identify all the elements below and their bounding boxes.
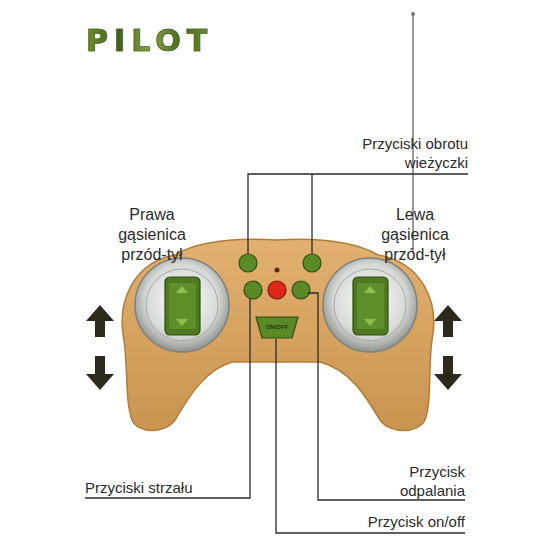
callout-label: Przycisk on/off — [320, 512, 465, 531]
led — [275, 268, 280, 273]
leader-line — [85, 299, 250, 498]
turret-button — [303, 254, 321, 272]
turret-button — [239, 254, 257, 272]
leader-line — [276, 339, 465, 533]
up-arrow — [434, 305, 462, 337]
leader-line — [308, 293, 465, 500]
callout-label: Przyciski strzału — [85, 478, 250, 497]
logo-title: PILOT — [86, 24, 213, 58]
stick-ring — [135, 258, 229, 352]
antenna-tip — [411, 12, 415, 16]
power-button — [256, 317, 298, 338]
leader-line — [311, 174, 312, 254]
stick-arrow — [176, 319, 188, 326]
down-arrow — [434, 356, 462, 390]
fire-button — [244, 281, 262, 299]
down-arrow — [86, 356, 114, 390]
callout-label: Prawa gąsienica przód-tył — [100, 205, 204, 265]
callout-label: Przycisk odpalania — [355, 462, 465, 500]
track-stick — [353, 277, 388, 335]
stick-arrow — [364, 319, 376, 326]
stick-ring — [323, 258, 417, 352]
track-stick-face — [357, 283, 384, 329]
up-arrow — [86, 305, 114, 337]
remote-body — [122, 239, 434, 430]
stick-arrow — [176, 286, 188, 293]
leader-lines — [85, 174, 468, 533]
callout-label: Przyciski obrotu wieżyczki — [318, 134, 468, 172]
track-stick-face — [169, 283, 196, 329]
fire-button — [292, 281, 310, 299]
callout-label: Lewa gąsienica przód-tył — [363, 205, 467, 265]
stick-ring-inner — [334, 269, 406, 341]
button-marking: ON/OFF — [257, 323, 297, 331]
stick-ring-inner — [146, 269, 218, 341]
stick-arrow — [364, 286, 376, 293]
track-stick — [165, 277, 200, 335]
launch-button — [268, 281, 286, 299]
